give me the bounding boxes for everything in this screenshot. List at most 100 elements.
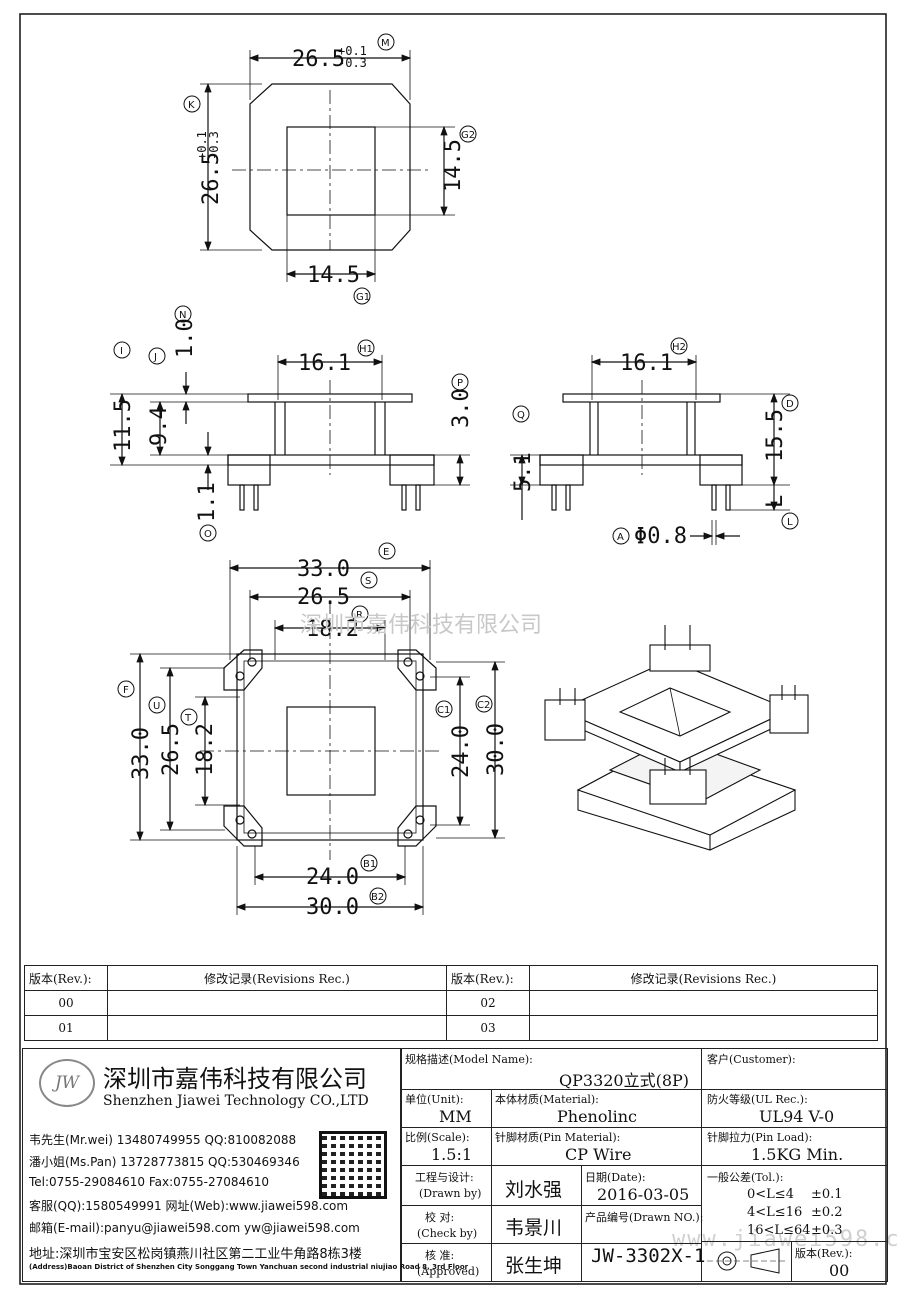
sheet-border [19,13,887,1285]
svg-text:J: J [153,352,157,363]
tag-I: I [113,341,131,359]
dim-O-value: 1.1 [195,482,220,522]
rec-header-left: 修改记录(Revisions Rec.) [107,965,447,991]
contact-line: 韦先生(Mr.wei) 13480749955 QQ:810082088 [29,1133,297,1147]
approved-value: 张生坤 [505,1255,563,1277]
tag-C2: C2 [475,695,493,713]
dim-C2-value: 30.0 [484,723,509,776]
tolerance-value: ±0.3 [811,1223,843,1238]
side-right-bottom-flange [539,454,743,466]
rev-cell: 01 [24,1015,108,1041]
ul-value: UL94 V-0 [759,1107,835,1126]
tag-B2: B2 [369,887,387,905]
tolerance-range: 16<L≤64 [747,1223,811,1238]
rec-cell [107,990,447,1016]
model-name-value: QP3320立式(8P) [559,1071,690,1090]
company-name-en: Shenzhen Jiawei Technology CO.,LTD [103,1093,369,1109]
top-view [200,50,455,282]
side-left-pin-block-right [389,454,435,486]
tolerance-label: 一般公差(Tol.): [707,1171,784,1184]
address-cn: 地址:深圳市宝安区松岗镇燕川社区第二工业牛角路8栋3楼 [29,1247,362,1262]
rec-cell [529,1015,878,1041]
side-left-pin-block-left [227,454,271,486]
tag-M: M [377,33,395,51]
dim-A-value: Φ0.8 [634,524,687,549]
date-value: 2016-03-05 [597,1185,690,1204]
drawn-no-label: 产品编号(Drawn NO.): [585,1211,704,1224]
dim-G2-value: 14.5 [441,139,466,192]
svg-text:L: L [787,517,793,528]
tolerance-value: ±0.2 [811,1205,843,1220]
material-value: Phenolinc [557,1107,637,1126]
svg-text:B2: B2 [371,892,384,903]
dim-K-tol-minus: -0.3 [207,131,221,160]
svg-text:H2: H2 [672,342,686,353]
svg-text:O: O [204,529,212,540]
approved-label-en: (Approved) [417,1265,480,1278]
unit-value: MM [439,1107,472,1126]
rev-cell: 03 [446,1015,530,1041]
watermark-company: 深圳市嘉伟科技有限公司 [300,613,542,638]
rec-header-right: 修改记录(Revisions Rec.) [529,965,878,991]
svg-text:K: K [188,100,195,111]
tag-Q: Q [512,405,530,423]
dim-U-value: 26.5 [159,723,184,776]
rev-header-right: 版本(Rev.): [446,965,530,991]
side-left-bottom-flange [227,454,435,466]
bottom-view-pin-pads [223,649,437,847]
tag-H1: H1 [357,339,375,357]
drawn-no-value: JW-3302X-1 [591,1245,706,1267]
dim-H2-value: 16.1 [620,351,673,376]
side-right-pin-block-left [539,454,584,486]
tolerance-value: ±0.1 [811,1187,843,1202]
contact-line: 潘小姐(Ms.Pan) 13728773815 QQ:530469346 [29,1155,300,1169]
top-view-window [286,126,376,216]
rec-cell [107,1015,447,1041]
dim-B1-value: 24.0 [306,865,359,890]
tag-F: F [117,680,135,698]
tag-C1: C1 [435,700,453,718]
svg-text:N: N [179,310,186,321]
svg-text:E: E [383,547,389,558]
projection-symbol [707,1248,785,1274]
customer-label: 客户(Customer): [707,1053,796,1066]
side-view-right [510,355,790,545]
svg-text:D: D [786,399,794,410]
contact-line: 客服(QQ):1580549991 网址(Web):www.jiawei598.… [29,1199,349,1213]
pin-load-value: 1.5KG Min. [751,1145,844,1164]
check-by-label-en: (Check by) [417,1227,478,1240]
svg-text:G1: G1 [356,292,370,303]
dim-G1-value: 14.5 [307,263,360,288]
qr-code [319,1131,387,1199]
unit-label: 单位(Unit): [405,1093,464,1106]
tolerance-range: 4<L≤16 [747,1205,803,1220]
dim-P-value: 3.0 [449,388,474,428]
dim-I-value: 11.5 [111,399,136,452]
dim-B2-value: 30.0 [306,895,359,920]
isometric-view [544,625,809,851]
dim-M-tol-plus: +0.1 [338,44,367,58]
iso-pin-blocks [544,625,809,805]
rev-header-left: 版本(Rev.): [24,965,108,991]
tag-B1: B1 [360,854,378,872]
dim-N-value: 1.0 [173,318,198,358]
contact-line: Tel:0755-29084610 Fax:0755-27084610 [29,1175,270,1189]
check-by-value: 韦景川 [505,1217,563,1239]
svg-text:T: T [184,713,192,724]
dim-H1-value: 16.1 [298,351,351,376]
svg-text:R: R [356,610,363,621]
rev-cell: 00 [24,990,108,1016]
svg-text:C1: C1 [437,705,450,716]
tag-O: O [199,524,217,542]
dim-M-tol-minus: -0.3 [338,56,367,70]
drawn-by-label-en: (Drawn by) [419,1187,482,1200]
tag-G2: G2 [459,125,477,143]
svg-text:C2: C2 [477,700,490,711]
tag-K: K [183,95,201,113]
address-en: (Address)Baoan District of Shenzhen City… [29,1263,469,1271]
model-name-label: 规格描述(Model Name): [405,1053,533,1066]
scale-label: 比例(Scale): [405,1131,470,1144]
rev-cell: 02 [446,990,530,1016]
dim-L-value: L [763,495,788,508]
svg-text:U: U [153,701,160,712]
